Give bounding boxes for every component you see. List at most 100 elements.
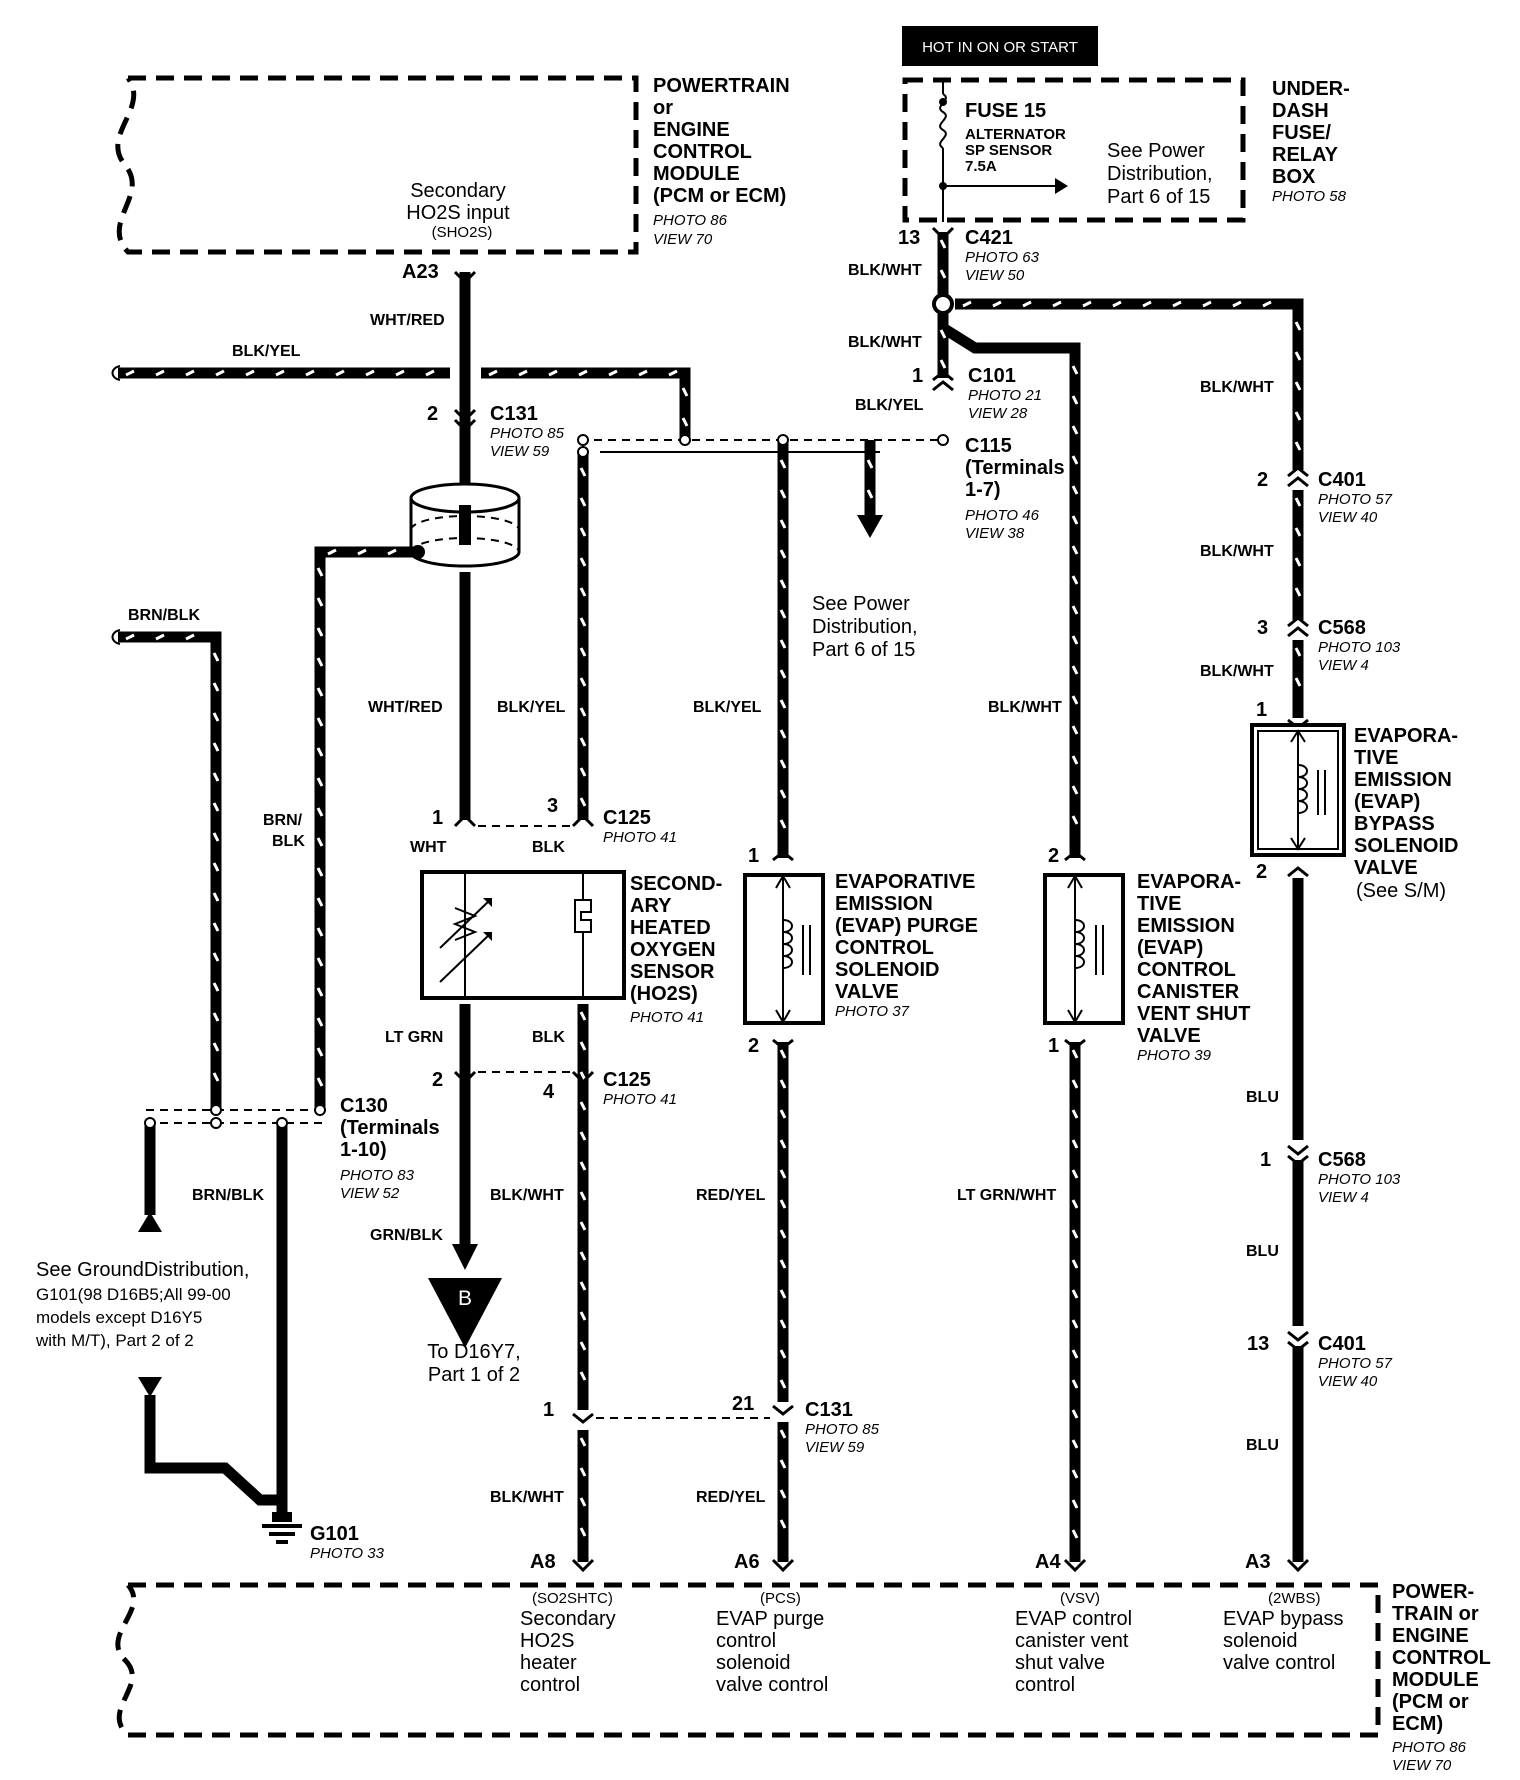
c401-bot-name: C401 xyxy=(1318,1333,1366,1355)
pcm-top-input-2: HO2S input xyxy=(406,202,510,224)
vent-valve xyxy=(1043,873,1125,1025)
fuse-see-1: See Power xyxy=(1107,140,1205,162)
wire-label: BLK xyxy=(532,839,565,856)
wire-label: BLK/WHT xyxy=(490,1187,564,1204)
wire-label: BLK xyxy=(532,1029,565,1046)
c125-top-name: C125 xyxy=(603,807,651,829)
c115-name-3: 1-7) xyxy=(965,479,1001,501)
c115-view: VIEW 38 xyxy=(965,525,1025,542)
fuse-box-title-1: UNDER- xyxy=(1272,78,1350,100)
fuse-name: FUSE 15 xyxy=(965,100,1046,122)
c131-top-photo: PHOTO 85 xyxy=(490,425,565,442)
c125-top-pin-b: 3 xyxy=(547,795,558,817)
pcm-pin-a3-code: (2WBS) xyxy=(1268,1590,1321,1607)
c401-top-name: C401 xyxy=(1318,469,1366,491)
bypass-note: (See S/M) xyxy=(1356,880,1446,902)
ground-name: G101 xyxy=(310,1523,359,1545)
pcm-pin-a8-code: (SO2SHTC) xyxy=(532,1590,613,1607)
ho2s-label-5: SENSOR xyxy=(630,961,715,983)
bypass-label-5: BYPASS xyxy=(1354,813,1435,835)
pcm-pin-a6-l3: solenoid xyxy=(716,1652,791,1674)
wire-shield-drain xyxy=(314,546,418,1108)
pcm-top-photo: PHOTO 86 xyxy=(653,212,728,229)
wire-label: WHT/RED xyxy=(370,312,445,329)
offpage-connector-b: B To D16Y7, Part 1 of 2 xyxy=(427,1278,521,1386)
see-power-mid-3: Part 6 of 15 xyxy=(812,639,915,661)
c568-top-view: VIEW 4 xyxy=(1318,657,1369,674)
purge-label-6: VALVE xyxy=(835,981,899,1003)
c421-pin: 13 xyxy=(898,227,920,249)
hot-banner-text: HOT IN ON OR START xyxy=(922,39,1078,56)
c131-bot-pin-b: 21 xyxy=(732,1393,754,1415)
wire-label: BLK/WHT xyxy=(848,262,922,279)
bypass-label-6: SOLENOID xyxy=(1354,835,1458,857)
c131-top-name: C131 xyxy=(490,403,538,425)
pcm-pin-a4-l2: canister vent xyxy=(1015,1630,1129,1652)
vent-label-5: CONTROL xyxy=(1137,959,1236,981)
wire-slash-marks xyxy=(125,239,1302,1539)
bypass-pin-top: 1 xyxy=(1256,699,1267,721)
ho2s-label-6: (HO2S) xyxy=(630,983,698,1005)
fuse-box-title-4: RELAY xyxy=(1272,144,1339,166)
c401-bot-pin: 13 xyxy=(1247,1333,1269,1355)
c568-top-pin: 3 xyxy=(1257,617,1268,639)
fuse-see-3: Part 6 of 15 xyxy=(1107,186,1210,208)
wire-label: BLK/WHT xyxy=(1200,543,1274,560)
pcm-pin-a8-l1: Secondary xyxy=(520,1608,616,1630)
purge-label-4: CONTROL xyxy=(835,937,934,959)
fuse-desc-1: ALTERNATOR xyxy=(965,126,1066,143)
pcm-pin-a6: A6 xyxy=(734,1551,760,1573)
c125-bot-photo: PHOTO 41 xyxy=(603,1091,677,1108)
c401-top-photo: PHOTO 57 xyxy=(1318,491,1393,508)
vent-label-1: EVAPORA- xyxy=(1137,871,1241,893)
ground-see-2: G101(98 D16B5;All 99-00 xyxy=(36,1285,231,1304)
c115-name-1: C115 xyxy=(965,435,1012,457)
c115-name-2: (Terminals xyxy=(965,457,1065,479)
underdash-fuse-box: FUSE 15 ALTERNATOR SP SENSOR 7.5A See Po… xyxy=(902,77,1350,223)
vent-label-7: VENT SHUT xyxy=(1137,1003,1250,1025)
wire-label: BLK/YEL xyxy=(693,699,762,716)
fuse-box-title-2: DASH xyxy=(1272,100,1329,122)
wire-label: BLK/WHT xyxy=(848,334,922,351)
connector-labels: 13 C421 PHOTO 63 VIEW 50 1 C101 PHOTO 21… xyxy=(340,227,1401,1456)
offpage-line-1: To D16Y7, xyxy=(427,1341,520,1363)
wire-label: GRN/BLK xyxy=(370,1227,443,1244)
fuse-box-title-3: FUSE/ xyxy=(1272,122,1331,144)
c421-name: C421 xyxy=(965,227,1013,249)
splices xyxy=(144,293,954,1419)
pcm-pin-a8-l2: HO2S xyxy=(520,1630,574,1652)
c125-bot-pin-a: 2 xyxy=(432,1069,443,1091)
pcm-pin-a4-l4: control xyxy=(1015,1674,1075,1696)
vent-label-4: (EVAP) xyxy=(1137,937,1203,959)
pcm-bottom-title-1: POWER- xyxy=(1392,1581,1474,1603)
pcm-pin-a3-l1: EVAP bypass xyxy=(1223,1608,1343,1630)
purge-label-3: (EVAP) PURGE xyxy=(835,915,978,937)
purge-pin-bot: 2 xyxy=(748,1035,759,1057)
c125-bot-name: C125 xyxy=(603,1069,651,1091)
wire-label: BLK xyxy=(272,833,305,850)
pcm-pin-a8-l4: control xyxy=(520,1674,580,1696)
pcm-bottom-title-6: (PCM or xyxy=(1392,1691,1469,1713)
ground-symbols xyxy=(138,1212,302,1544)
fuse-desc-2: SP SENSOR xyxy=(965,142,1052,159)
wire-label: BLK/WHT xyxy=(988,699,1062,716)
ho2s-label-4: OXYGEN xyxy=(630,939,716,961)
wire-label: BLU xyxy=(1246,1243,1279,1260)
wire-label: BRN/BLK xyxy=(192,1187,264,1204)
c131-bot-view: VIEW 59 xyxy=(805,1439,865,1456)
pcm-top-box: POWERTRAIN or ENGINE CONTROL MODULE (PCM… xyxy=(115,75,790,283)
c115-photo: PHOTO 46 xyxy=(965,507,1040,524)
purge-label-2: EMISSION xyxy=(835,893,933,915)
c401-top-view: VIEW 40 xyxy=(1318,509,1378,526)
pcm-top-title-4: CONTROL xyxy=(653,141,752,163)
ground-see-3: models except D16Y5 xyxy=(36,1308,202,1327)
ground-see-1: See GroundDistribution, xyxy=(36,1259,249,1281)
c568-bot-name: C568 xyxy=(1318,1149,1366,1171)
wire-label: WHT xyxy=(410,839,447,856)
c125-top-photo: PHOTO 41 xyxy=(603,829,677,846)
ground-photo: PHOTO 33 xyxy=(310,1545,385,1562)
wire-label: RED/YEL xyxy=(696,1489,766,1506)
c130-view: VIEW 52 xyxy=(340,1185,400,1202)
c401-top-pin: 2 xyxy=(1257,469,1268,491)
pcm-top-title-2: or xyxy=(653,97,673,119)
